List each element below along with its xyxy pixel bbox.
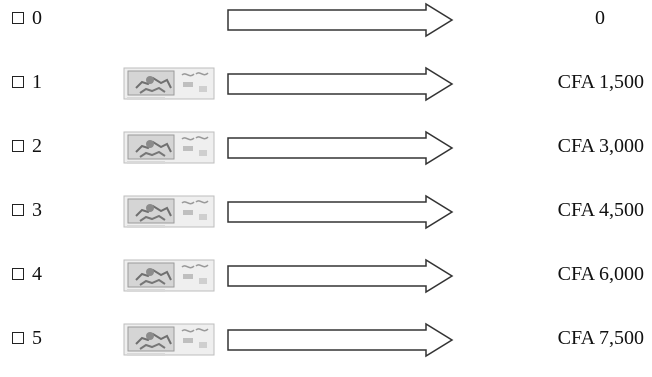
checkbox-icon[interactable]	[12, 332, 24, 344]
option-1-amount: CFA 1,500	[557, 71, 644, 93]
option-3-choice[interactable]: 3	[12, 200, 42, 220]
arrow-right-icon	[226, 193, 456, 231]
option-4-label: 4	[32, 263, 42, 285]
option-2-amount: CFA 3,000	[557, 135, 644, 157]
checkbox-icon[interactable]	[12, 76, 24, 88]
option-3-amount: CFA 4,500	[557, 199, 644, 221]
banknote-icon	[122, 256, 218, 296]
banknote-icon	[122, 192, 218, 232]
option-1-label: 1	[32, 71, 42, 93]
option-2-label: 2	[32, 135, 42, 157]
option-5-amount: CFA 7,500	[557, 327, 644, 349]
option-0-label: 0	[32, 7, 42, 29]
arrow-right-icon	[226, 257, 456, 295]
checkbox-icon[interactable]	[12, 204, 24, 216]
banknote-icon	[122, 128, 218, 168]
option-5-label: 5	[32, 327, 42, 349]
arrow-right-icon	[226, 129, 456, 167]
option-4-amount: CFA 6,000	[557, 263, 644, 285]
checkbox-icon[interactable]	[12, 12, 24, 24]
option-row-4: 4 CFA 6,000	[0, 256, 652, 296]
option-row-2: 2 CFA 3,000	[0, 128, 652, 168]
checkbox-icon[interactable]	[12, 268, 24, 280]
option-row-5: 5 CFA 7,500	[0, 320, 652, 360]
option-4-choice[interactable]: 4	[12, 264, 42, 284]
banknote-icon	[122, 320, 218, 360]
arrow-right-icon	[226, 1, 456, 39]
checkbox-icon[interactable]	[12, 140, 24, 152]
option-row-1: 1 CFA 1,500	[0, 64, 652, 104]
arrow-right-icon	[226, 321, 456, 359]
option-1-choice[interactable]: 1	[12, 72, 42, 92]
banknote-icon	[122, 64, 218, 104]
arrow-right-icon	[226, 65, 456, 103]
option-0-amount: 0	[595, 7, 605, 29]
option-3-label: 3	[32, 199, 42, 221]
option-2-choice[interactable]: 2	[12, 136, 42, 156]
option-5-choice[interactable]: 5	[12, 328, 42, 348]
option-row-3: 3 CFA 4,500	[0, 192, 652, 232]
option-row-0: 0 0	[0, 0, 652, 40]
option-0-choice[interactable]: 0	[12, 8, 42, 28]
